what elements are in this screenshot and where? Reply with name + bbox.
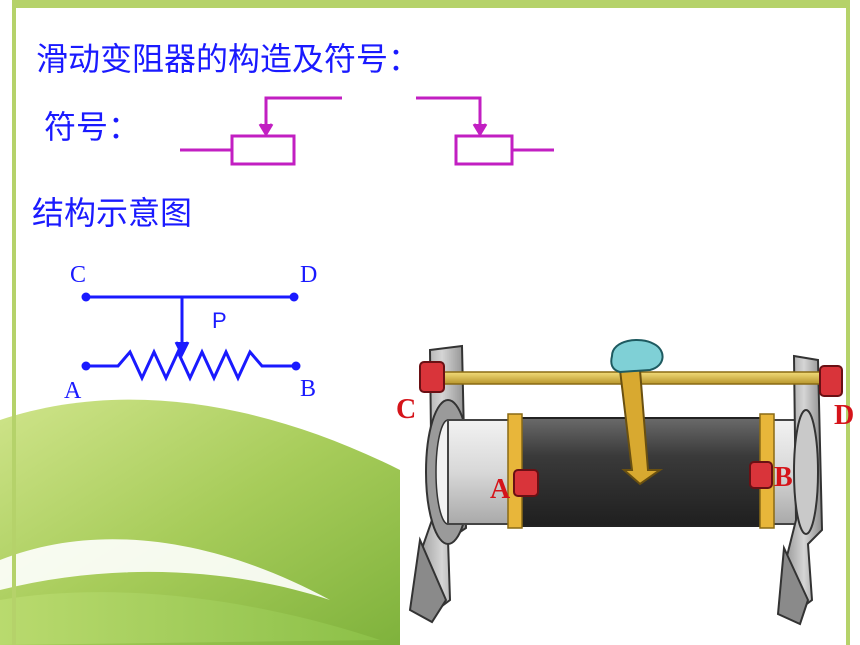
terminal-a-label: A [64,378,82,404]
photo-label-d: D [834,400,855,431]
terminal-a-dot [81,361,91,371]
terminal-d-label: D [300,262,318,288]
green-wave-highlight [0,539,330,600]
terminal-p-label: P [212,308,227,333]
resistor-zigzag [86,348,296,382]
rheostat-symbol-left [180,96,342,166]
slide-title: 滑动变阻器的构造及符号： [36,40,421,78]
terminal-a-knob [513,469,539,497]
photo-label-c: C [396,394,417,425]
symbol-label: 符号： [44,108,141,146]
terminal-b-label: B [300,376,317,402]
structure-label: 结构示意图 [32,194,193,232]
slider [610,339,664,486]
terminal-c-label: C [70,262,87,288]
green-wave-bottom-left [0,399,400,645]
slide-frame [12,0,850,645]
terminal-b-knob [749,461,773,489]
rheostat-symbol-right [416,96,554,166]
slider-arrow [174,341,190,358]
photo-label-b: B [774,462,793,493]
terminal-c-knob [419,361,445,393]
right-stand [776,354,824,626]
terminal-c-dot [81,292,91,302]
terminal-d-knob [819,365,843,397]
green-wave-lower [0,592,380,645]
photo-label-a: A [490,474,511,505]
terminal-b-dot [291,361,301,371]
terminal-d-dot [289,292,299,302]
